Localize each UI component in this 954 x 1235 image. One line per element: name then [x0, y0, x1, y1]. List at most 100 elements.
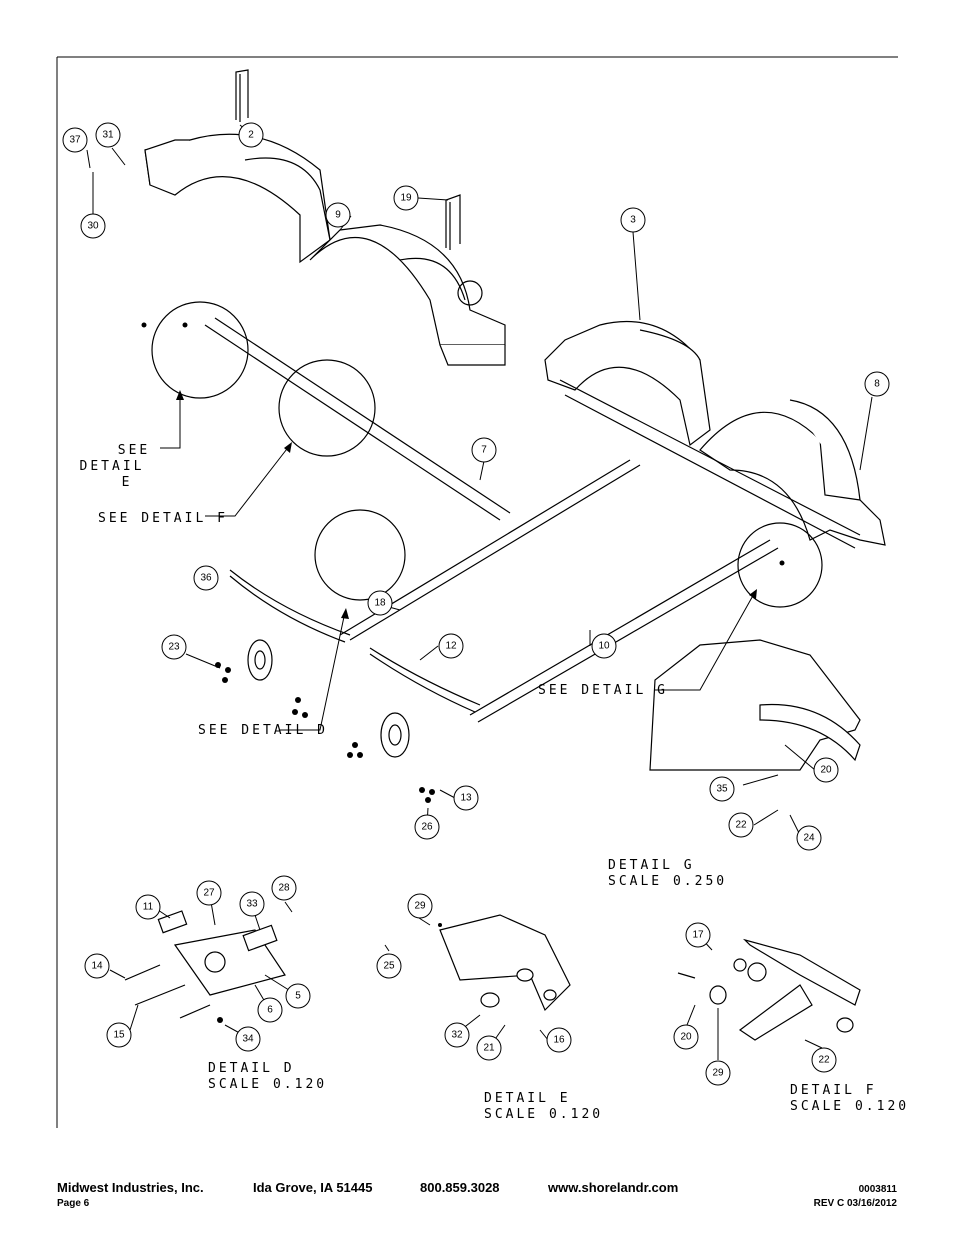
- balloon-circle: [367, 590, 393, 616]
- balloon-label: 22: [818, 1055, 830, 1066]
- balloon-label: 26: [421, 822, 433, 833]
- balloon-item: 15: [106, 1022, 132, 1048]
- balloon-circle: [438, 633, 464, 659]
- balloon-label: 36: [200, 573, 212, 584]
- balloon-item: 16: [546, 1027, 572, 1053]
- balloon-label: 6: [267, 1005, 273, 1016]
- balloon-label: 2: [248, 130, 254, 141]
- balloon-item: 28: [271, 875, 297, 901]
- balloon-item: 23: [161, 634, 187, 660]
- balloon-label: 29: [414, 901, 426, 912]
- balloon-label: 22: [735, 820, 747, 831]
- balloon-label: 33: [246, 899, 258, 910]
- balloon-item: 6: [257, 997, 283, 1023]
- see-detail-e-line1: SEE: [118, 443, 150, 458]
- detail-f-title: DETAIL F: [790, 1083, 877, 1098]
- balloon-item: 17: [685, 922, 711, 948]
- balloon-circle: [471, 437, 497, 463]
- balloon-circle: [813, 757, 839, 783]
- balloon-circle: [685, 922, 711, 948]
- u-bolt-top: [235, 69, 461, 250]
- balloon-circle: [444, 1022, 470, 1048]
- balloon-item: 22: [728, 812, 754, 838]
- balloon-item: 19: [393, 185, 419, 211]
- balloon-item: 10: [591, 633, 617, 659]
- balloon-circle: [376, 953, 402, 979]
- balloon-circle: [407, 893, 433, 919]
- balloon-item: 31: [95, 122, 121, 148]
- balloon-circle: [620, 207, 646, 233]
- balloon-label: 27: [203, 888, 215, 899]
- balloon-circle: [709, 776, 735, 802]
- see-detail-e-line2: DETAIL: [80, 459, 145, 474]
- drawing-border: [56, 56, 898, 1128]
- balloon-label: 7: [481, 445, 487, 456]
- balloon-circle: [257, 997, 283, 1023]
- balloon-item: 25: [376, 953, 402, 979]
- footer-company: Midwest Industries, Inc.: [57, 1180, 204, 1195]
- balloon-circle: [135, 894, 161, 920]
- balloon-item: 11: [135, 894, 161, 920]
- detail-g-drawing: [649, 639, 861, 771]
- balloon-label: 31: [102, 130, 114, 141]
- see-detail-d-text: SEE DETAIL D: [198, 723, 328, 738]
- balloon-circle: [84, 953, 110, 979]
- see-detail-g-text: SEE DETAIL G: [538, 683, 668, 698]
- balloon-item: 27: [196, 880, 222, 906]
- balloon-label: 19: [400, 193, 412, 204]
- balloon-circle: [62, 127, 88, 153]
- balloon-label: 21: [483, 1043, 495, 1054]
- hardware-fasteners: [141, 322, 785, 1023]
- balloon-item: 22: [811, 1047, 837, 1073]
- detail-e-scale: SCALE 0.120: [484, 1107, 603, 1122]
- balloon-circle: [80, 213, 106, 239]
- balloon-label: 20: [820, 765, 832, 776]
- footer-website: www.shorelandr.com: [548, 1180, 679, 1195]
- footer-doc-number: 0003811: [858, 1184, 897, 1195]
- balloon-item: 20: [813, 757, 839, 783]
- footer-phone: 800.859.3028: [420, 1180, 500, 1195]
- balloon-circle: [864, 371, 890, 397]
- see-detail-leaders: [160, 393, 756, 731]
- balloon-item: 32: [444, 1022, 470, 1048]
- balloon-label: 37: [69, 135, 81, 146]
- detail-e-drawing: [439, 914, 571, 1012]
- balloon-item: 12: [438, 633, 464, 659]
- leaf-springs: [229, 569, 481, 713]
- balloon-circle: [161, 634, 187, 660]
- detail-e-title: DETAIL E: [484, 1091, 571, 1106]
- balloon-circle: [705, 1060, 731, 1086]
- balloon-item: 14: [84, 953, 110, 979]
- balloon-item: 29: [705, 1060, 731, 1086]
- balloon-label: 18: [374, 598, 386, 609]
- balloon-label: 25: [383, 961, 395, 972]
- fender-left-pair: [144, 133, 506, 366]
- balloon-circle: [235, 1026, 261, 1052]
- balloon-circle: [285, 983, 311, 1009]
- arrowheads: [176, 390, 757, 619]
- balloon-label: 20: [680, 1032, 692, 1043]
- balloon-item: 3: [620, 207, 646, 233]
- wheel-hubs: [247, 639, 410, 758]
- balloon-label: 3: [630, 215, 636, 226]
- balloon-label: 5: [295, 991, 301, 1002]
- balloon-item: 35: [709, 776, 735, 802]
- balloon-label: 17: [692, 930, 704, 941]
- detail-callout-circles: [151, 280, 823, 608]
- detail-g-scale: SCALE 0.250: [608, 874, 727, 889]
- balloon-item: 2: [238, 122, 264, 148]
- balloon-circle: [453, 785, 479, 811]
- detail-d-drawing: [124, 910, 286, 1019]
- balloon-item: 8: [864, 371, 890, 397]
- detail-f-drawing: [677, 938, 861, 1041]
- balloon-label: 8: [874, 379, 880, 390]
- balloon-label: 16: [553, 1035, 565, 1046]
- balloon-item: 20: [673, 1024, 699, 1050]
- balloon-item: 34: [235, 1026, 261, 1052]
- balloon-circle: [476, 1035, 502, 1061]
- balloon-item: 9: [325, 202, 351, 228]
- balloon-circle: [238, 122, 264, 148]
- balloon-label: 30: [87, 221, 99, 232]
- balloon-circle: [796, 825, 822, 851]
